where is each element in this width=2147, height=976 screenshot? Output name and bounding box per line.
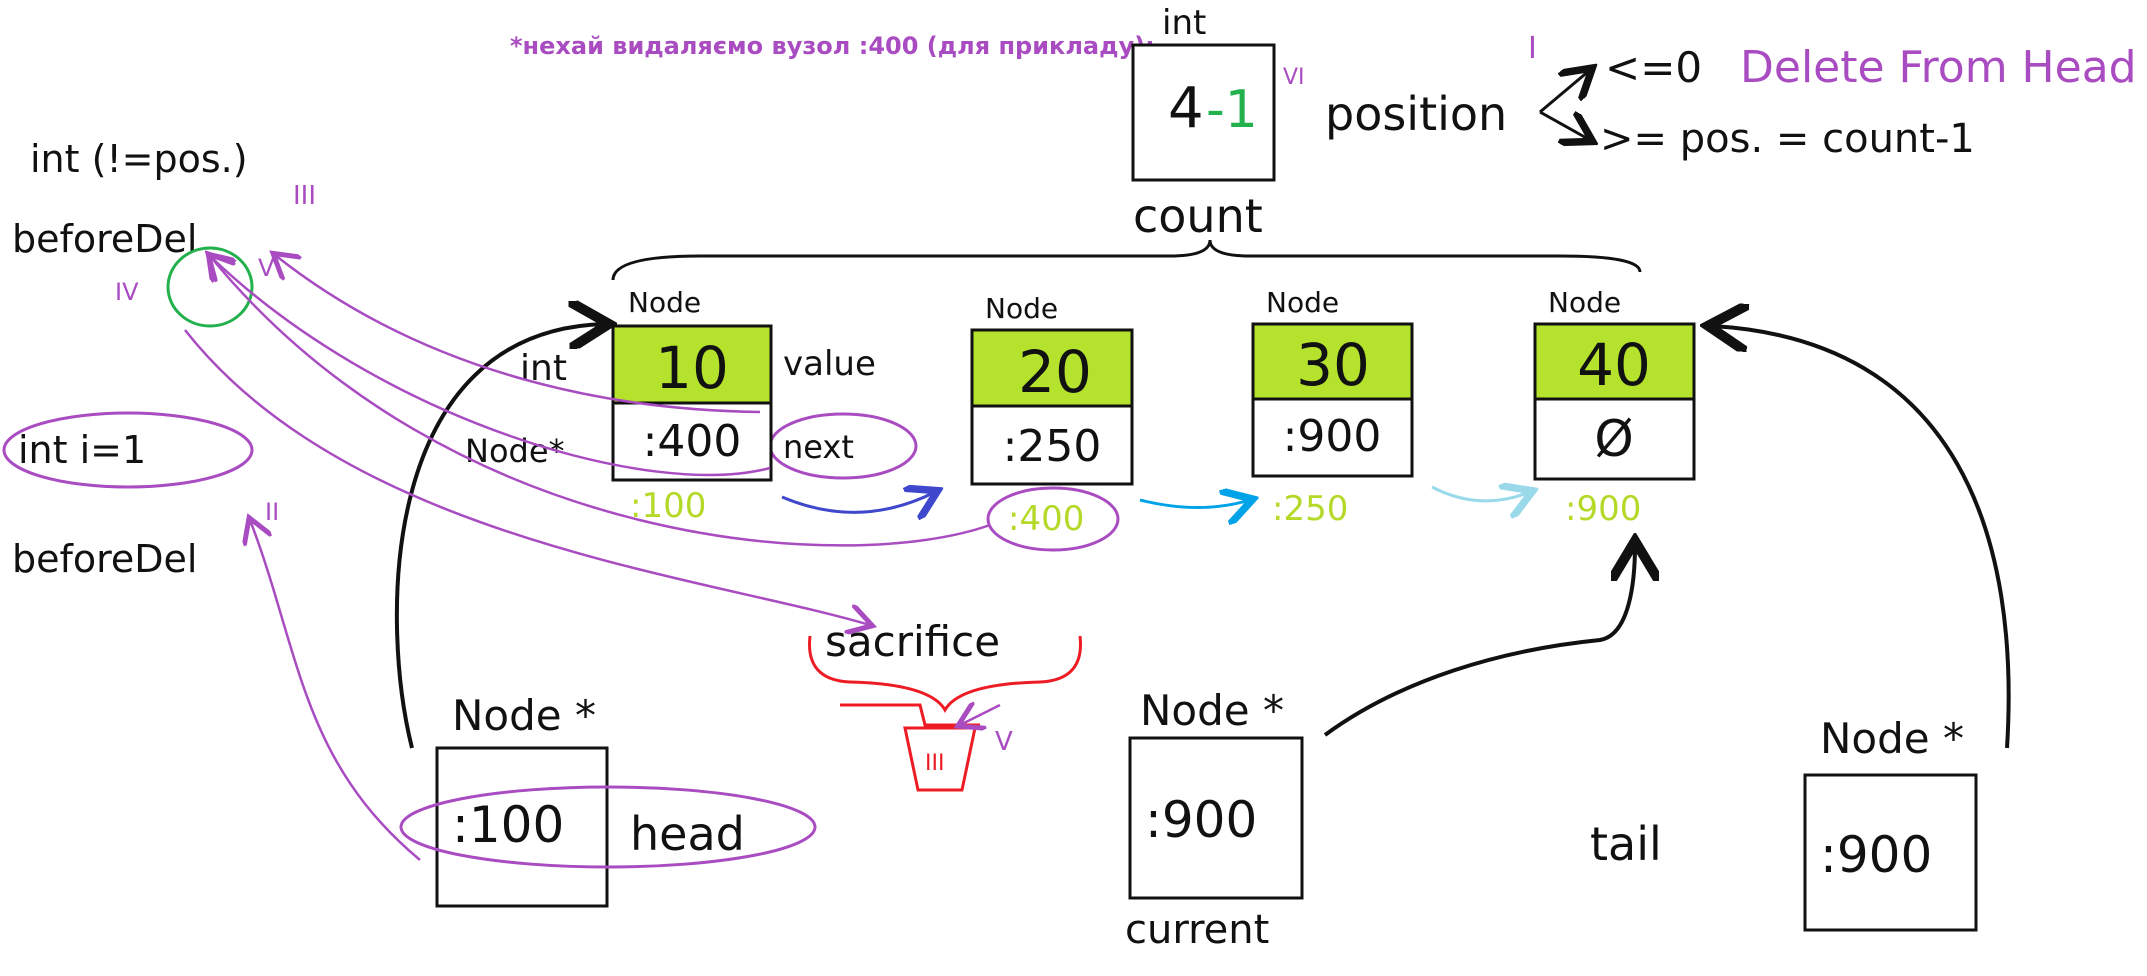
- arrow-head-to-before-del-2: [250, 520, 421, 861]
- node-2: Node 20 :250 :400: [970, 292, 1134, 552]
- node-3: Node 30 :900 :250: [1251, 286, 1414, 529]
- node-3-address: :250: [1272, 489, 1348, 529]
- node-1-value: 10: [655, 334, 729, 402]
- tail-type: Node *: [1820, 714, 1964, 763]
- node-4-next-cell: [1533, 397, 1696, 481]
- before-del-name: beforeDel: [12, 217, 198, 261]
- node-3-value: 30: [1296, 331, 1370, 399]
- node-4-address: :900: [1565, 489, 1641, 529]
- sacrifice-label: sacrifice: [825, 617, 1000, 666]
- node-1-type: Node: [628, 286, 701, 319]
- tail-value: :900: [1820, 826, 1932, 884]
- node-3-next: :900: [1283, 411, 1382, 462]
- node-1: Node 10 :400 :100: [611, 286, 773, 526]
- position-case2-cond: >= pos. = count-1: [1600, 116, 1975, 162]
- counter-label: int i=1: [18, 428, 146, 472]
- node-2-address: :400: [1008, 499, 1084, 539]
- head-box: [435, 746, 609, 908]
- count-decrement: -1: [1206, 80, 1258, 140]
- before-del-type: int (!=pos.): [30, 137, 248, 181]
- field-label-next: next: [783, 428, 854, 466]
- position-case1-action: Delete From Head: [1740, 42, 2137, 93]
- position-step-mark: I: [1528, 31, 1537, 66]
- node-2-value-cell: [970, 328, 1134, 408]
- trash-bin-lid: [840, 703, 980, 727]
- node-4: Node 40 Ø :900: [1533, 286, 1696, 529]
- position-case1-cond: <=0: [1605, 43, 1702, 92]
- arrow-before-del-to-sacrifice: [184, 329, 870, 625]
- node-2-address-highlight: [986, 486, 1120, 552]
- before-del-step-top: III: [293, 181, 316, 211]
- tail-box: [1803, 773, 1978, 932]
- sacrifice-step-mark: V: [995, 727, 1013, 757]
- arrow-head-to-node1: [394, 324, 605, 749]
- current-value: :900: [1145, 791, 1257, 849]
- counter-ellipse: [2, 411, 254, 489]
- before-del-2-name: beforeDel: [12, 537, 198, 581]
- sacrifice-brace: [808, 635, 1082, 713]
- arrow-next-field-to-before-del: [210, 256, 771, 477]
- node-3-type: Node: [1266, 286, 1339, 319]
- node-2-type: Node: [985, 292, 1058, 325]
- count-type-label: int: [1162, 3, 1206, 43]
- count-label: count: [1133, 189, 1263, 243]
- before-del-step-arrow: V: [258, 254, 275, 282]
- arrow-tail-to-node4: [1712, 326, 2011, 749]
- arrow-node2-address-to-before-del: [210, 256, 991, 547]
- current-label: current: [1125, 907, 1269, 953]
- node-2-value: 20: [1018, 338, 1092, 406]
- arrow-node3-to-node4: [1431, 487, 1530, 501]
- field-label-value: value: [783, 344, 876, 384]
- caption: *нехай видаляємо вузол :400 (для приклад…: [510, 32, 1155, 60]
- trash-bin-mark: III: [925, 751, 944, 776]
- node-4-type: Node: [1548, 286, 1621, 319]
- node-4-value: 40: [1577, 331, 1651, 399]
- field-label-int: int: [520, 348, 567, 389]
- nodes-brace: [611, 239, 1642, 281]
- head-highlight: [399, 785, 817, 869]
- trash-bin-icon: [903, 726, 977, 792]
- node-3-value-cell: [1251, 322, 1414, 401]
- arrow-to-trash: [960, 705, 1001, 725]
- before-del-2-step: II: [265, 498, 279, 526]
- node-2-next-cell: [970, 404, 1134, 486]
- arrow-current-to-node4: [1323, 545, 1635, 737]
- node-1-value-cell: [611, 324, 773, 405]
- current-type: Node *: [1140, 686, 1284, 735]
- arrow-node2-to-node3: [1139, 500, 1250, 508]
- arrow-next-to-before-del: [275, 255, 761, 414]
- position-label: position: [1325, 87, 1507, 141]
- arrow-node1-to-node2: [781, 492, 935, 512]
- node-1-address: :100: [630, 486, 706, 526]
- tail-label: tail: [1590, 817, 1662, 871]
- node-4-next-null: Ø: [1594, 410, 1633, 468]
- count-value: 4: [1168, 76, 1204, 141]
- node-2-next: :250: [1003, 421, 1102, 472]
- head-label: head: [630, 807, 745, 861]
- node-3-next-cell: [1251, 397, 1414, 478]
- position-arrow-down: [1539, 110, 1590, 140]
- node-1-next-cell: [611, 401, 773, 482]
- before-del-highlight: [166, 246, 254, 328]
- position-arrow-up: [1539, 70, 1590, 114]
- before-del-step-left: IV: [115, 278, 139, 306]
- current-box: [1128, 736, 1304, 900]
- count-step-mark: VI: [1283, 65, 1305, 90]
- count-box: [1131, 43, 1276, 182]
- node-1-next: :400: [643, 416, 742, 467]
- head-type: Node *: [452, 691, 596, 740]
- head-value: :100: [452, 796, 564, 854]
